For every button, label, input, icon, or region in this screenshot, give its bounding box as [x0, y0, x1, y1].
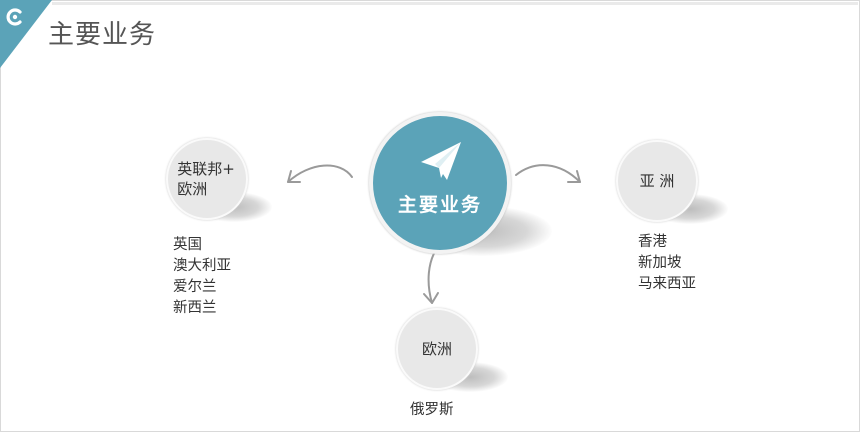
list-item: 爱尔兰 [173, 279, 217, 295]
node-commonwealth-list: 英国 澳大利亚 爱尔兰 新西兰 [173, 235, 231, 319]
list-item: 香港 [638, 234, 667, 250]
center-label: 主要业务 [397, 194, 482, 216]
arrow-to-commonwealth [287, 164, 353, 183]
c-logo-icon [6, 8, 22, 26]
node-europe-list: 俄罗斯 [410, 400, 454, 421]
list-item: 新西兰 [173, 300, 217, 316]
arrow-to-europe [427, 247, 438, 304]
list-item: 俄罗斯 [410, 402, 454, 418]
header-rule [52, 2, 858, 5]
node-label-line1: 欧洲 [421, 340, 452, 358]
center-hub: 主要业务 [369, 112, 511, 254]
paper-plane-icon [421, 142, 461, 180]
list-item: 英国 [173, 237, 202, 253]
node-asia-list: 香港 新加坡 马来西亚 [638, 232, 696, 295]
arrow-to-asia [515, 164, 581, 183]
list-item: 马来西亚 [638, 276, 696, 292]
node-label-line1: 英联邦+ [177, 160, 235, 178]
node-label-line2: 欧洲 [177, 180, 208, 198]
node-asia: 亚 洲 [616, 140, 698, 222]
list-item: 澳大利亚 [173, 258, 231, 274]
page-title: 主要业务 [48, 20, 157, 50]
list-item: 新加坡 [638, 255, 682, 271]
node-europe: 欧洲 [396, 308, 478, 390]
node-label-line1: 亚 洲 [639, 172, 675, 190]
node-commonwealth-europe: 英联邦+ 欧洲 [166, 138, 248, 220]
